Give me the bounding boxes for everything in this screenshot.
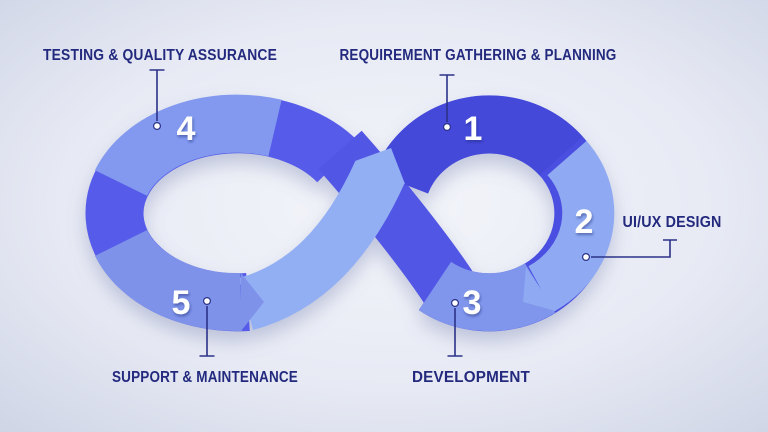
crossing-flow-arrow [238,160,405,331]
callout-line-stage-4 [149,69,165,121]
stage-2-label: UI/UX DESIGN [623,214,722,231]
callout-line-stage-5 [199,306,215,357]
stage-numbers: 1 2 3 4 5 [172,110,594,322]
stage-3-number: 3 [463,284,482,322]
callout-dot-stage-1 [443,122,452,131]
infinity-ribbon [85,94,615,332]
stage-5-label: SUPPORT & MAINTENANCE [112,369,298,386]
stage-5-number: 5 [172,284,191,322]
callout-dot-stage-2 [581,253,590,262]
stage-labels: REQUIREMENT GATHERING & PLANNING UI/UX D… [43,47,722,386]
callouts [149,69,677,357]
callout-line-stage-2 [591,239,677,258]
callout-line-stage-3 [447,308,463,357]
stage-1-label: REQUIREMENT GATHERING & PLANNING [340,47,617,64]
callout-line-stage-1 [439,74,455,122]
stage-4-number: 4 [177,110,196,148]
crossing-flow-arrowhead [355,148,405,184]
stage-1-number: 1 [464,110,483,148]
callout-dot-stage-3 [451,299,460,308]
callout-dot-stage-4 [153,121,162,130]
segment-5-arc [95,229,242,332]
stage-2-number: 2 [575,203,594,241]
callout-dot-stage-5 [203,297,212,306]
segment-4-arc [94,94,282,197]
segment-2-arrowhead [523,267,556,311]
stage-3-label: DEVELOPMENT [412,369,530,386]
segment-5-arrowhead [241,273,264,331]
segment-2-arc [527,140,615,312]
segment-1-arc [373,95,583,195]
stage-4-label: TESTING & QUALITY ASSURANCE [43,47,277,64]
